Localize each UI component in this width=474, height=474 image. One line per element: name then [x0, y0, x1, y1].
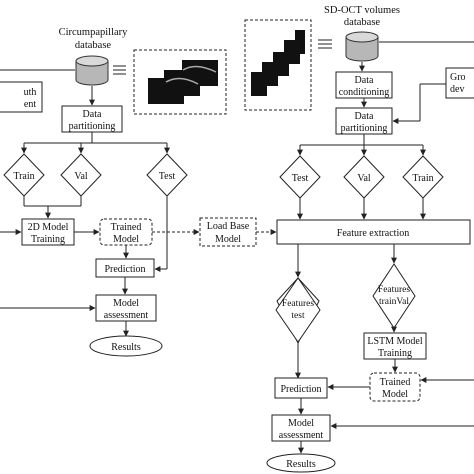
left-assessment-label-1: Model: [113, 298, 139, 309]
right-ground-truth-label-2: dev: [450, 84, 464, 95]
right-trained-label-2: Model: [382, 389, 408, 400]
left-assessment-label-2: assessment: [104, 310, 149, 321]
right-trained-label-1: Trained: [380, 377, 411, 388]
right-train-label: Train: [412, 173, 433, 184]
left-partition-label-1: Data: [83, 109, 102, 120]
feature-extraction-label: Feature extraction: [337, 228, 409, 239]
load-base-label-2: Model: [215, 234, 241, 245]
features-trainval-label-2: trainVal: [379, 297, 409, 307]
features-test-label-1: Features: [282, 299, 314, 309]
features-trainval-label-1: Features: [378, 285, 410, 295]
left-db-title-2: database: [75, 40, 111, 51]
sd-oct-volumes-thumbnail: [244, 19, 312, 111]
left-test-label: Test: [159, 171, 176, 182]
lstm-model-training-box: [363, 332, 427, 360]
left-db-title-1: Circumpapillary: [59, 27, 129, 38]
right-assessment-label-2: assessment: [279, 430, 324, 441]
feature-extraction-box: [276, 219, 471, 245]
equals-icon: [113, 65, 126, 75]
left-partition-label-2: partitioning: [69, 121, 116, 132]
left-trained-label-2: Model: [113, 234, 139, 245]
left-results-label: Results: [111, 342, 141, 353]
right-results-label: Results: [286, 459, 316, 470]
features-test-label-2: test: [291, 311, 305, 321]
right-assessment-label-1: Model: [288, 418, 314, 429]
left-prediction-label: Prediction: [104, 264, 145, 275]
left-results-ellipse: [89, 335, 163, 357]
right-db-title-1: SD-OCT volumes: [324, 5, 400, 16]
equals-icon-right: [318, 39, 332, 49]
load-base-label-1: Load Base: [207, 221, 250, 232]
right-test-label: Test: [292, 173, 309, 184]
right-partition-label-1: Data: [355, 111, 374, 122]
middle-load-base: Load Base Model: [199, 217, 277, 247]
right-data-partitioning-box: [335, 107, 393, 135]
conditioning-label-1: Data: [355, 75, 374, 86]
left-pipeline: Circumpapillary database uth ent Data: [0, 27, 227, 357]
left-trained-label-1: Trained: [111, 222, 142, 233]
circumpapillary-images-thumbnail: [133, 49, 227, 115]
left-ground-truth-label-2: ent: [24, 99, 36, 110]
right-results-ellipse: [266, 453, 336, 473]
right-model-assessment-box: [271, 414, 331, 442]
left-training-label-1: 2D Model: [28, 222, 69, 233]
right-db-title-2: database: [344, 17, 380, 28]
features-test-shape: [275, 277, 321, 343]
conditioning-label-2: conditioning: [339, 87, 390, 98]
lstm-label-1: LSTM Model: [367, 336, 423, 347]
right-partition-label-2: partitioning: [341, 123, 388, 134]
features-trainval-diamond: [372, 263, 416, 329]
left-ground-truth-label-1: uth: [24, 87, 37, 98]
right-prediction-label: Prediction: [280, 384, 321, 395]
lstm-label-2: Training: [378, 348, 412, 359]
left-model-assessment-box: [95, 294, 157, 322]
left-train-label: Train: [13, 171, 34, 182]
left-ground-truth-box: [0, 81, 43, 113]
data-conditioning-box: [335, 71, 393, 99]
left-2d-model-training-box: [21, 218, 75, 246]
right-pipeline: SD-OCT volumes database Data conditionin…: [244, 5, 474, 473]
right-val-label: Val: [357, 173, 371, 184]
right-ground-truth-label-1: Gro: [450, 72, 466, 83]
left-val-label: Val: [74, 171, 88, 182]
sd-oct-database-icon: [345, 31, 379, 62]
left-training-label-2: Training: [31, 234, 65, 245]
circumpapillary-database-icon: [75, 55, 109, 86]
right-ground-truth-box: [445, 67, 474, 99]
